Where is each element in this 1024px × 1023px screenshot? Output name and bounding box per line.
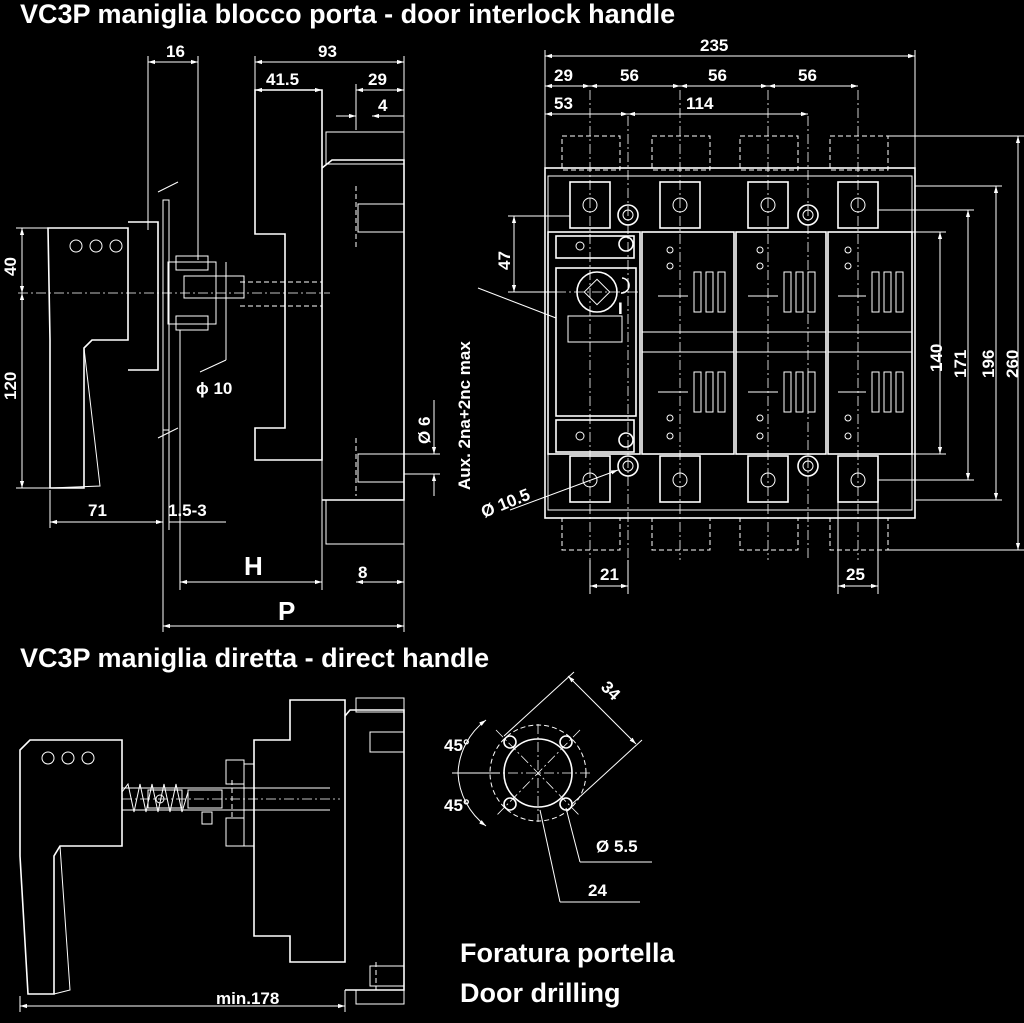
aux-label: Aux. 2na+2nc max [455,341,474,490]
dim-min-178: min.178 [216,989,279,1008]
shaft-mechanism [18,255,330,331]
dim-71: 71 [88,501,107,520]
dim-29-front: 29 [554,66,573,85]
pole-modules [547,231,913,455]
dim-o6: Ø 6 [415,417,434,444]
direct-handle [19,739,123,995]
dim-171: 171 [951,350,970,378]
top-terminals [569,181,879,229]
door-handle [47,227,129,489]
dim-8: 8 [358,563,367,582]
dim-25: 25 [846,565,865,584]
title-drilling-it: Foratura portella [460,938,676,968]
dim-P: P [278,596,295,626]
title-drilling-en: Door drilling [460,978,620,1008]
rotary-mechanism [555,235,637,453]
dim-o5-5: Ø 5.5 [596,837,638,856]
dim-53: 53 [554,94,573,113]
dim-196: 196 [979,350,998,378]
dim-56-b: 56 [708,66,727,85]
dim-41-5: 41.5 [266,70,299,89]
dim-phi-10: ϕ 10 [196,379,232,398]
dim-21: 21 [600,565,619,584]
dim-114: 114 [686,94,714,113]
front-view [477,50,1024,594]
dim-34: 34 [597,677,624,704]
title-direct-handle: VC3P maniglia diretta - direct handle [20,643,489,673]
angle-bottom: 45° [444,796,470,815]
dim-235: 235 [700,36,728,55]
dim-260: 260 [1003,350,1022,378]
dim-29-side: 29 [368,70,387,89]
dim-40: 40 [1,257,20,276]
bottom-terminals [569,455,879,503]
dim-H: H [244,551,263,581]
dim-1-5-3: 1.5-3 [168,501,207,520]
angle-top: 45° [444,736,470,755]
dim-56-c: 56 [798,66,817,85]
switch-body-side [254,89,405,545]
dim-56-a: 56 [620,66,639,85]
side-view [16,56,440,632]
dim-120: 120 [1,372,20,400]
direct-handle-view [19,697,405,1012]
dim-24: 24 [588,881,607,900]
switch-position-label: I [618,299,623,318]
door-drilling [452,671,652,903]
dim-16: 16 [166,42,185,61]
dim-4: 4 [378,96,388,115]
dim-93: 93 [318,42,337,61]
title-door-interlock: VC3P maniglia blocco porta - door interl… [20,0,675,29]
dim-140: 140 [927,344,946,372]
door-panel [162,199,170,431]
dim-47: 47 [495,251,514,270]
dim-o10-5: Ø 10.5 [478,485,532,522]
